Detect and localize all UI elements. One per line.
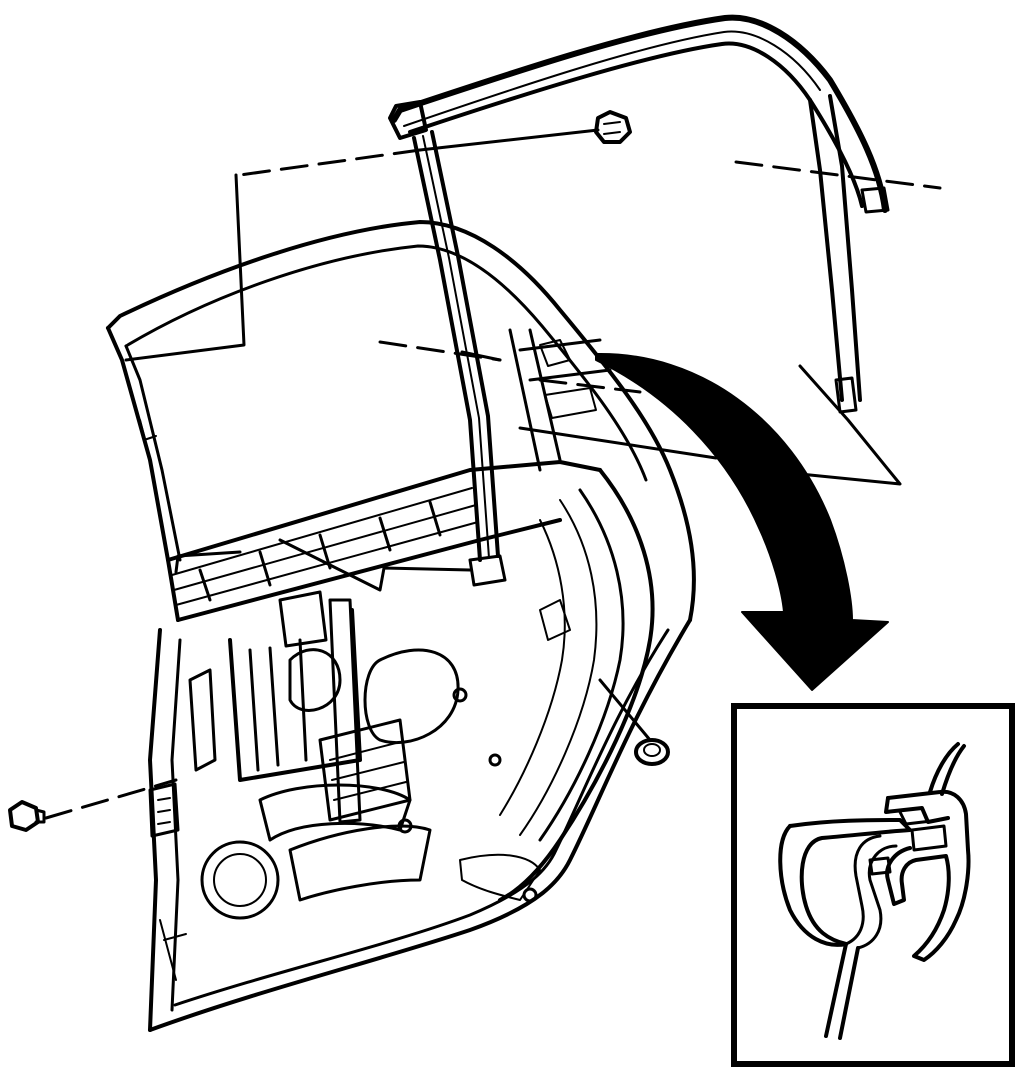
upper-bolt-head [594,110,632,144]
access-opening-2 [258,783,412,842]
channel-front-leg-inner [430,130,500,558]
push-pin-retainer [634,738,670,766]
seal-upper-lip [928,742,960,794]
access-opening-1 [363,648,460,745]
channel-rear-leg-inner [828,94,862,402]
door-latch-slot [188,668,217,772]
detail-inset [731,703,1015,1067]
regulator-motor [278,590,328,648]
panel-edge-loop [788,818,912,946]
window-glass-run-channel [388,14,890,587]
seal-body [885,789,971,962]
regulator-rail [328,598,362,824]
channel-end-cap [388,100,428,140]
panel-stem [824,942,848,1038]
detail-arrow [595,352,889,691]
speaker-opening [200,840,280,920]
push-pin-head [634,738,670,766]
channel-top-outer [391,14,888,213]
lower-fastener-bolt [8,800,46,832]
door-frame-outer-edge [106,220,696,622]
channel-front-leg-outer [412,136,482,562]
detail-inset-weatherstrip-profile [778,742,971,1040]
front-pillar-outer [106,326,180,622]
channel-rear-leg-outer [808,98,844,402]
door-panel-front-edge [148,628,162,1032]
regulator-plate [228,608,362,782]
rear-door-frame-panel [106,220,696,1032]
curved-arrow [595,352,889,691]
channel-top-inner [408,41,864,208]
lower-bolt-head [8,800,40,832]
upper-fastener-bolt [594,110,632,144]
leader-lines [44,128,942,820]
front-pillar-inner [124,344,182,562]
access-opening-3 [288,824,432,902]
rear-flange [498,468,655,902]
belt-line-upper [166,460,602,562]
